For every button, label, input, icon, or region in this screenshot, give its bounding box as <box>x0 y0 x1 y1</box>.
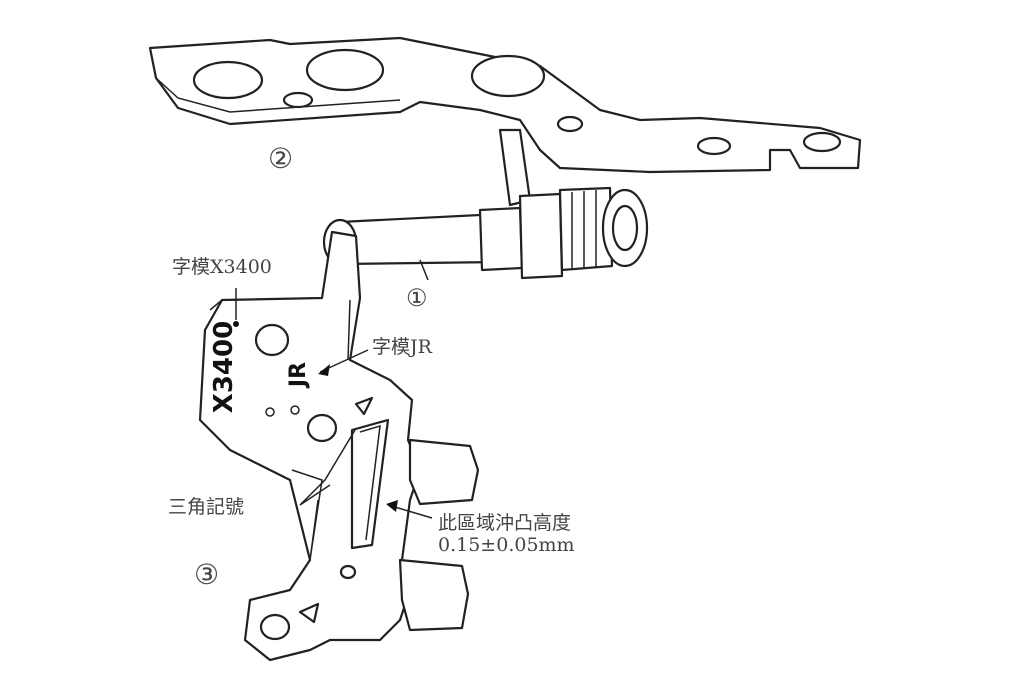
stamped-code-jr: JR <box>286 361 312 388</box>
mold-jr-callout: 字模JR <box>372 336 432 358</box>
stamped-model-x3400: X3400 <box>209 320 240 414</box>
emboss-height-callout: 0.15±0.05mm <box>438 534 575 556</box>
lower-bracket <box>198 230 480 662</box>
leader-lines <box>233 259 433 519</box>
emboss-area-callout: 此區域沖凸高度 <box>438 512 572 534</box>
part-1-callout: ① <box>406 284 428 312</box>
part-2-callout: ② <box>268 142 294 175</box>
part-3-callout: ③ <box>194 558 220 591</box>
mold-x3400-callout: 字模X3400 <box>172 256 272 278</box>
triangle-mark-callout: 三角記號 <box>168 496 245 518</box>
hinge-shaft <box>322 186 649 280</box>
top-bracket <box>148 36 862 207</box>
